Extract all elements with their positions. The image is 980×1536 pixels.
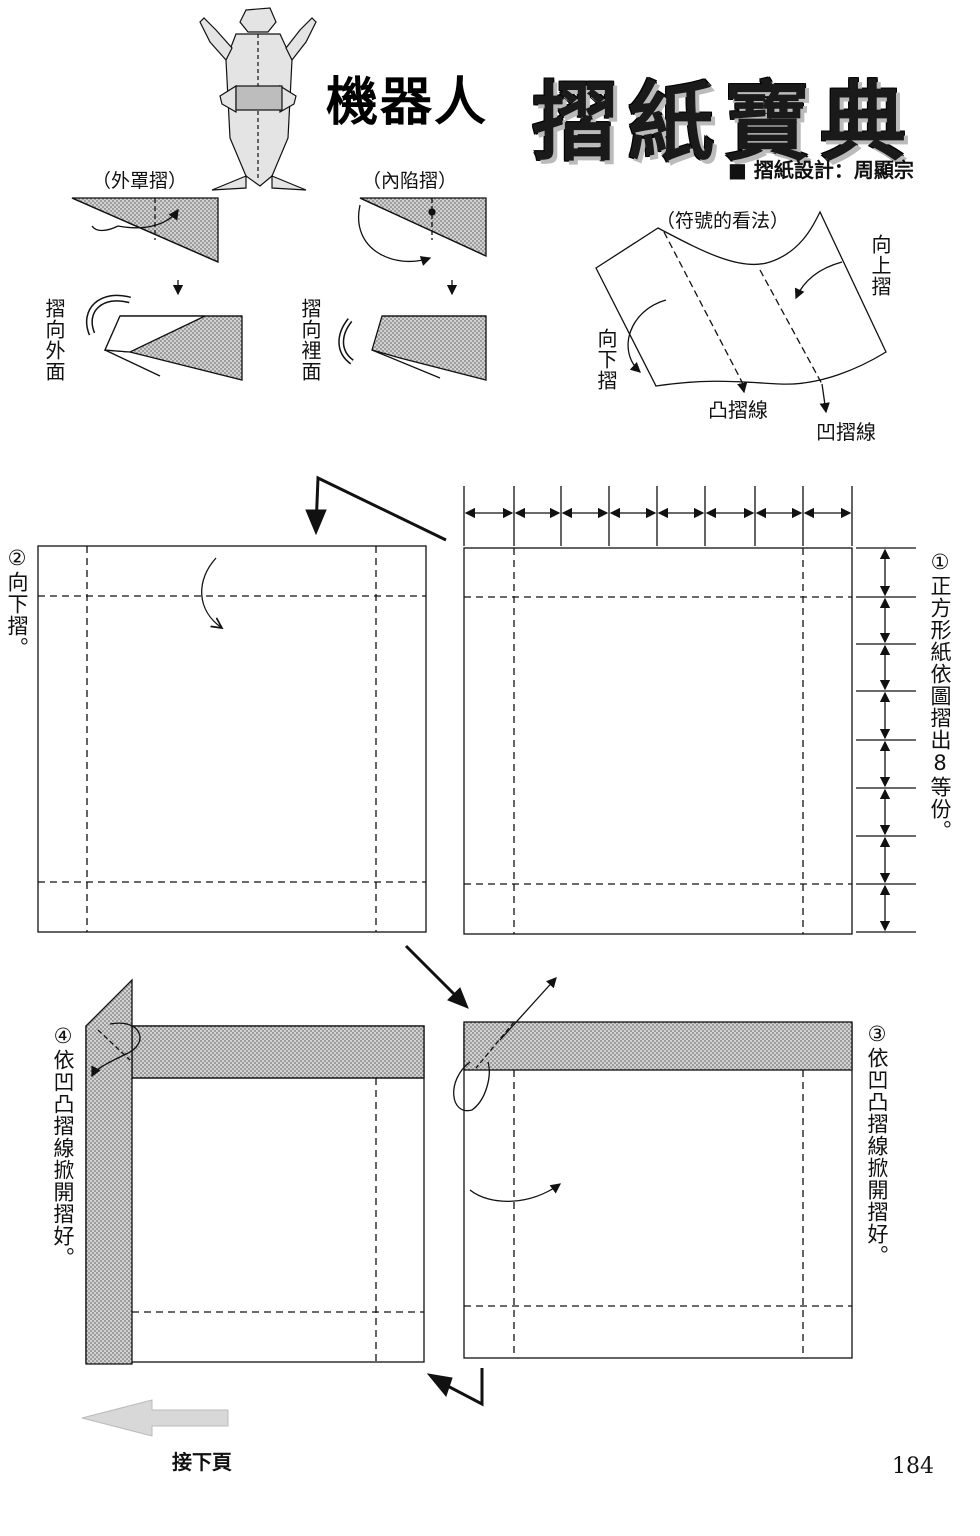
outer-reverse-diagram bbox=[71, 197, 243, 381]
step-2-number: ② bbox=[5, 546, 29, 571]
symbols-title: （符號的看法） bbox=[656, 210, 790, 232]
step-arrow-1-2 bbox=[305, 475, 447, 542]
fold-up-label: 向上摺 bbox=[868, 234, 892, 297]
mountain-line-label: 凸摺線 bbox=[708, 398, 768, 422]
outer-reverse-title: （外罩摺） bbox=[92, 170, 188, 192]
step-1-diagram bbox=[463, 486, 916, 935]
step-4-number: ④ bbox=[51, 1024, 75, 1049]
step-3-text: 依凹凸摺線掀開摺好。 bbox=[865, 1047, 889, 1267]
valley-line-label: 凹摺線 bbox=[816, 420, 876, 444]
inner-reverse-title: （內陷摺） bbox=[362, 170, 458, 192]
step-1-number: ① bbox=[928, 550, 952, 575]
step-arrow-3-4 bbox=[426, 1368, 484, 1407]
fold-inward-label: 摺向裡面 bbox=[298, 298, 322, 382]
fold-outward-label: 摺向外面 bbox=[42, 298, 66, 382]
inner-reverse-diagram bbox=[338, 197, 487, 381]
step-2-caption: ②向下摺。 bbox=[2, 546, 32, 659]
step-4-caption: ④依凹凸摺線掀開摺好。 bbox=[48, 1024, 78, 1269]
designer-credit: ■ 摺紙設計：周顯宗 bbox=[728, 158, 914, 182]
step-4-text: 依凹凸摺線掀開摺好。 bbox=[51, 1049, 75, 1269]
step-4-diagram bbox=[85, 978, 425, 1365]
page-title: 摺紙寶典 bbox=[532, 73, 916, 173]
step-1-caption: ①正方形紙依圖摺出8等份。 bbox=[925, 550, 955, 842]
step-3-caption: ③依凹凸摺線掀開摺好。 bbox=[862, 1022, 892, 1267]
fold-down-label: 向下摺 bbox=[594, 328, 618, 391]
step-3-diagram bbox=[453, 977, 853, 1359]
robot-figure-icon bbox=[199, 7, 317, 191]
step-2-diagram bbox=[37, 545, 427, 933]
step-arrow-2-3 bbox=[404, 944, 469, 1009]
step-2-text: 向下摺。 bbox=[5, 571, 29, 659]
page-number: 184 bbox=[892, 1454, 934, 1479]
continue-label: 接下頁 bbox=[172, 1450, 232, 1474]
title-small: 機器人 bbox=[326, 73, 489, 133]
step-1-text: 正方形紙依圖摺出8等份。 bbox=[928, 575, 952, 842]
continue-arrow-icon bbox=[81, 1399, 229, 1437]
symbols-diagram bbox=[595, 210, 887, 414]
step-3-number: ③ bbox=[865, 1022, 889, 1047]
